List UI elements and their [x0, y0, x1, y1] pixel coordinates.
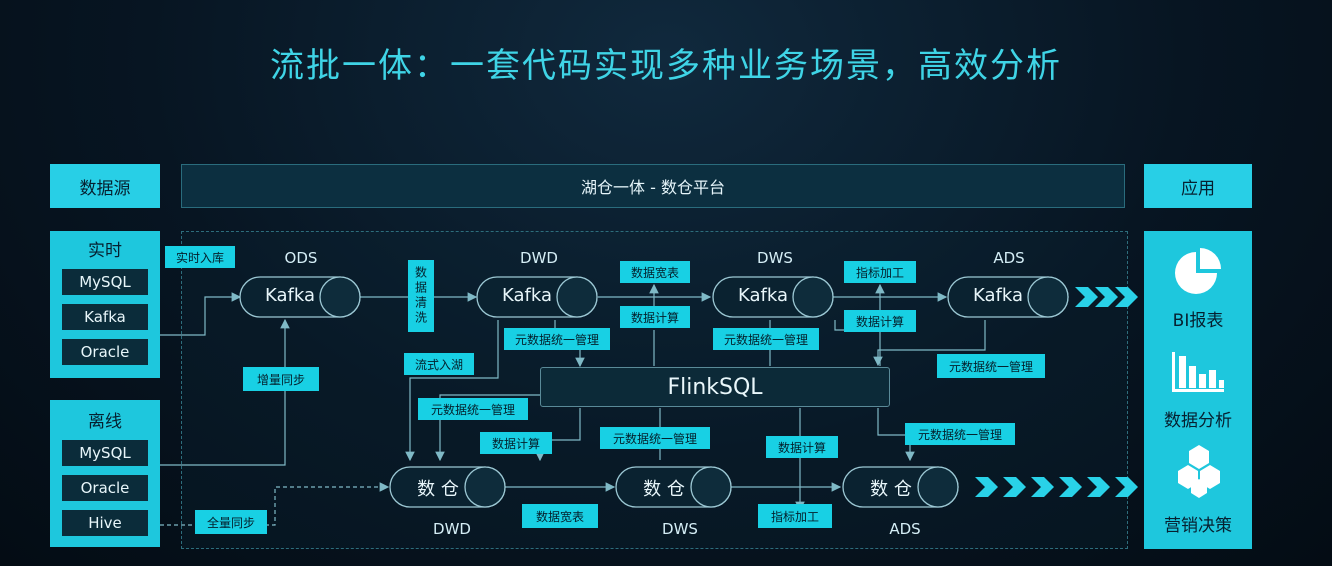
realtime-source-kafka: Kafka — [62, 304, 148, 330]
app-bi-report: BI报表 — [1172, 311, 1224, 331]
meta-label-2: 元数据统一管理 — [713, 328, 819, 350]
meta-label-1: 元数据统一管理 — [504, 328, 610, 350]
kafka-ads-label: Kafka — [973, 285, 1023, 306]
flinksql-box: FlinkSQL — [540, 367, 890, 407]
calc-bottom-2: 数据计算 — [766, 436, 838, 458]
offline-source-mysql: MySQL — [62, 440, 148, 466]
full-sync-tag: 全量同步 — [195, 510, 267, 534]
calc-top-1: 数据计算 — [620, 306, 690, 328]
calc-top-2: 数据计算 — [844, 310, 916, 332]
warehouse-dwd-label: 数 仓 — [417, 479, 459, 500]
meta-label-6: 元数据统一管理 — [905, 423, 1015, 445]
kafka-ods-label: Kafka — [265, 285, 315, 306]
meta-label-4: 元数据统一管理 — [418, 398, 528, 420]
wide-table-bottom: 数据宽表 — [522, 504, 598, 528]
layer-ods: ODS — [284, 249, 318, 267]
layer-ads-bottom: ADS — [889, 520, 921, 538]
warehouse-dws-label: 数 仓 — [643, 479, 685, 500]
layer-dwd-top: DWD — [520, 249, 558, 267]
hexagon-icon — [1178, 445, 1220, 498]
layer-ads-top: ADS — [993, 249, 1025, 267]
realtime-source-oracle: Oracle — [62, 339, 148, 365]
index-top: 指标加工 — [844, 261, 916, 283]
page-title: 流批一体：一套代码实现多种业务场景，高效分析 — [270, 46, 1062, 86]
kafka-dwd-label: Kafka — [502, 285, 552, 306]
pie-chart-icon — [1175, 248, 1221, 294]
clean-label: 数据清洗 — [408, 260, 434, 332]
layer-dws-bottom: DWS — [662, 520, 698, 538]
stream-lake-label: 流式入湖 — [404, 353, 474, 375]
platform-header: 湖仓一体 - 数仓平台 — [181, 164, 1125, 208]
meta-label-3: 元数据统一管理 — [937, 354, 1045, 378]
layer-dwd-bottom: DWD — [433, 520, 471, 538]
index-bottom: 指标加工 — [758, 504, 832, 528]
app-header: 应用 — [1144, 164, 1252, 208]
realtime-source-mysql: MySQL — [62, 269, 148, 295]
offline-heading: 离线 — [88, 412, 122, 432]
bar-chart-icon — [1172, 352, 1224, 392]
offline-source-oracle: Oracle — [62, 475, 148, 501]
app-marketing: 营销决策 — [1164, 516, 1232, 536]
wide-table-top: 数据宽表 — [620, 261, 690, 283]
meta-label-5: 元数据统一管理 — [600, 427, 710, 449]
incr-sync-label: 增量同步 — [243, 367, 319, 391]
app-data-analysis: 数据分析 — [1164, 411, 1232, 431]
realtime-heading: 实时 — [88, 241, 122, 261]
source-header: 数据源 — [50, 164, 160, 208]
warehouse-ads-label: 数 仓 — [870, 479, 912, 500]
realtime-ingest-tag: 实时入库 — [165, 246, 235, 268]
kafka-dws-label: Kafka — [738, 285, 788, 306]
calc-bottom-1: 数据计算 — [480, 432, 552, 454]
offline-source-hive: Hive — [62, 510, 148, 536]
layer-dws-top: DWS — [757, 249, 793, 267]
